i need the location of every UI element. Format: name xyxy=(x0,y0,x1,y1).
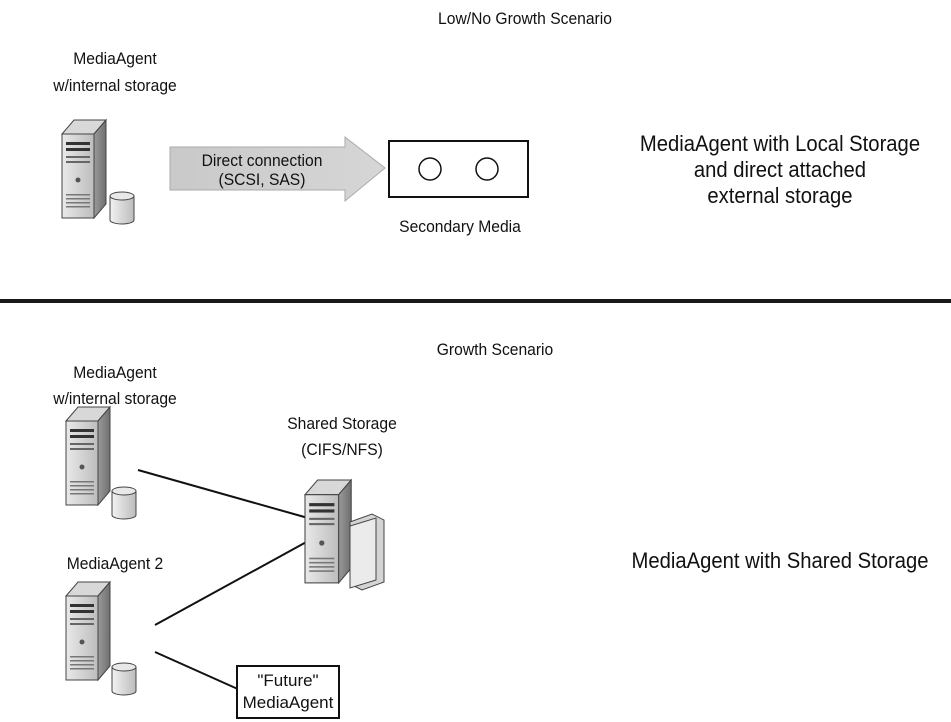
secondary-media-label: Secondary Media xyxy=(399,217,521,236)
bottom-mediaagent-server-icon xyxy=(65,406,111,506)
top-mediaagent-label-line2: w/internal storage xyxy=(53,76,177,95)
section-divider xyxy=(0,299,951,303)
bottom-mediaagent-label-line1: MediaAgent xyxy=(73,363,157,382)
top-description-line1: MediaAgent with Local Storage xyxy=(639,131,921,156)
mediaagent2-label: MediaAgent 2 xyxy=(66,554,164,573)
top-mediaagent-label-line1: MediaAgent xyxy=(73,49,157,68)
direct-connection-arrow-icon xyxy=(169,135,386,203)
shared-storage-label-line2: (CIFS/NFS) xyxy=(301,440,383,459)
bottom-scenario-title: Growth Scenario xyxy=(436,340,554,359)
mediaagent2-disk-cylinder-icon xyxy=(111,662,137,696)
future-label-line2: MediaAgent xyxy=(242,693,334,712)
arrow-label-line2: (SCSI, SAS) xyxy=(218,170,306,189)
connection-lines xyxy=(137,469,311,691)
top-disk-cylinder-icon xyxy=(109,191,135,225)
top-description-line3: external storage xyxy=(707,183,853,208)
shared-storage-server-icon xyxy=(304,479,352,584)
top-mediaagent-server-icon xyxy=(61,119,107,219)
bottom-description: MediaAgent with Shared Storage xyxy=(631,548,929,573)
future-label-line1: "Future" xyxy=(257,671,319,690)
bottom-mediaagent-label-line2: w/internal storage xyxy=(53,389,177,408)
arrow-label-line1: Direct connection xyxy=(201,151,323,170)
folder-icon xyxy=(349,513,385,591)
top-description-line2: and direct attached xyxy=(693,157,867,182)
shared-storage-label-line1: Shared Storage xyxy=(287,414,397,433)
line-mediaagent-to-shared xyxy=(137,469,309,519)
top-scenario-title: Low/No Growth Scenario xyxy=(438,9,612,28)
future-mediaagent-box: "Future" MediaAgent xyxy=(236,665,340,719)
line-mediaagent2-to-future xyxy=(154,651,241,691)
bottom-disk-cylinder-icon xyxy=(111,486,137,520)
mediaagent2-server-icon xyxy=(65,581,111,681)
line-mediaagent2-to-shared xyxy=(154,539,311,626)
secondary-media-tape-icon xyxy=(388,140,529,198)
